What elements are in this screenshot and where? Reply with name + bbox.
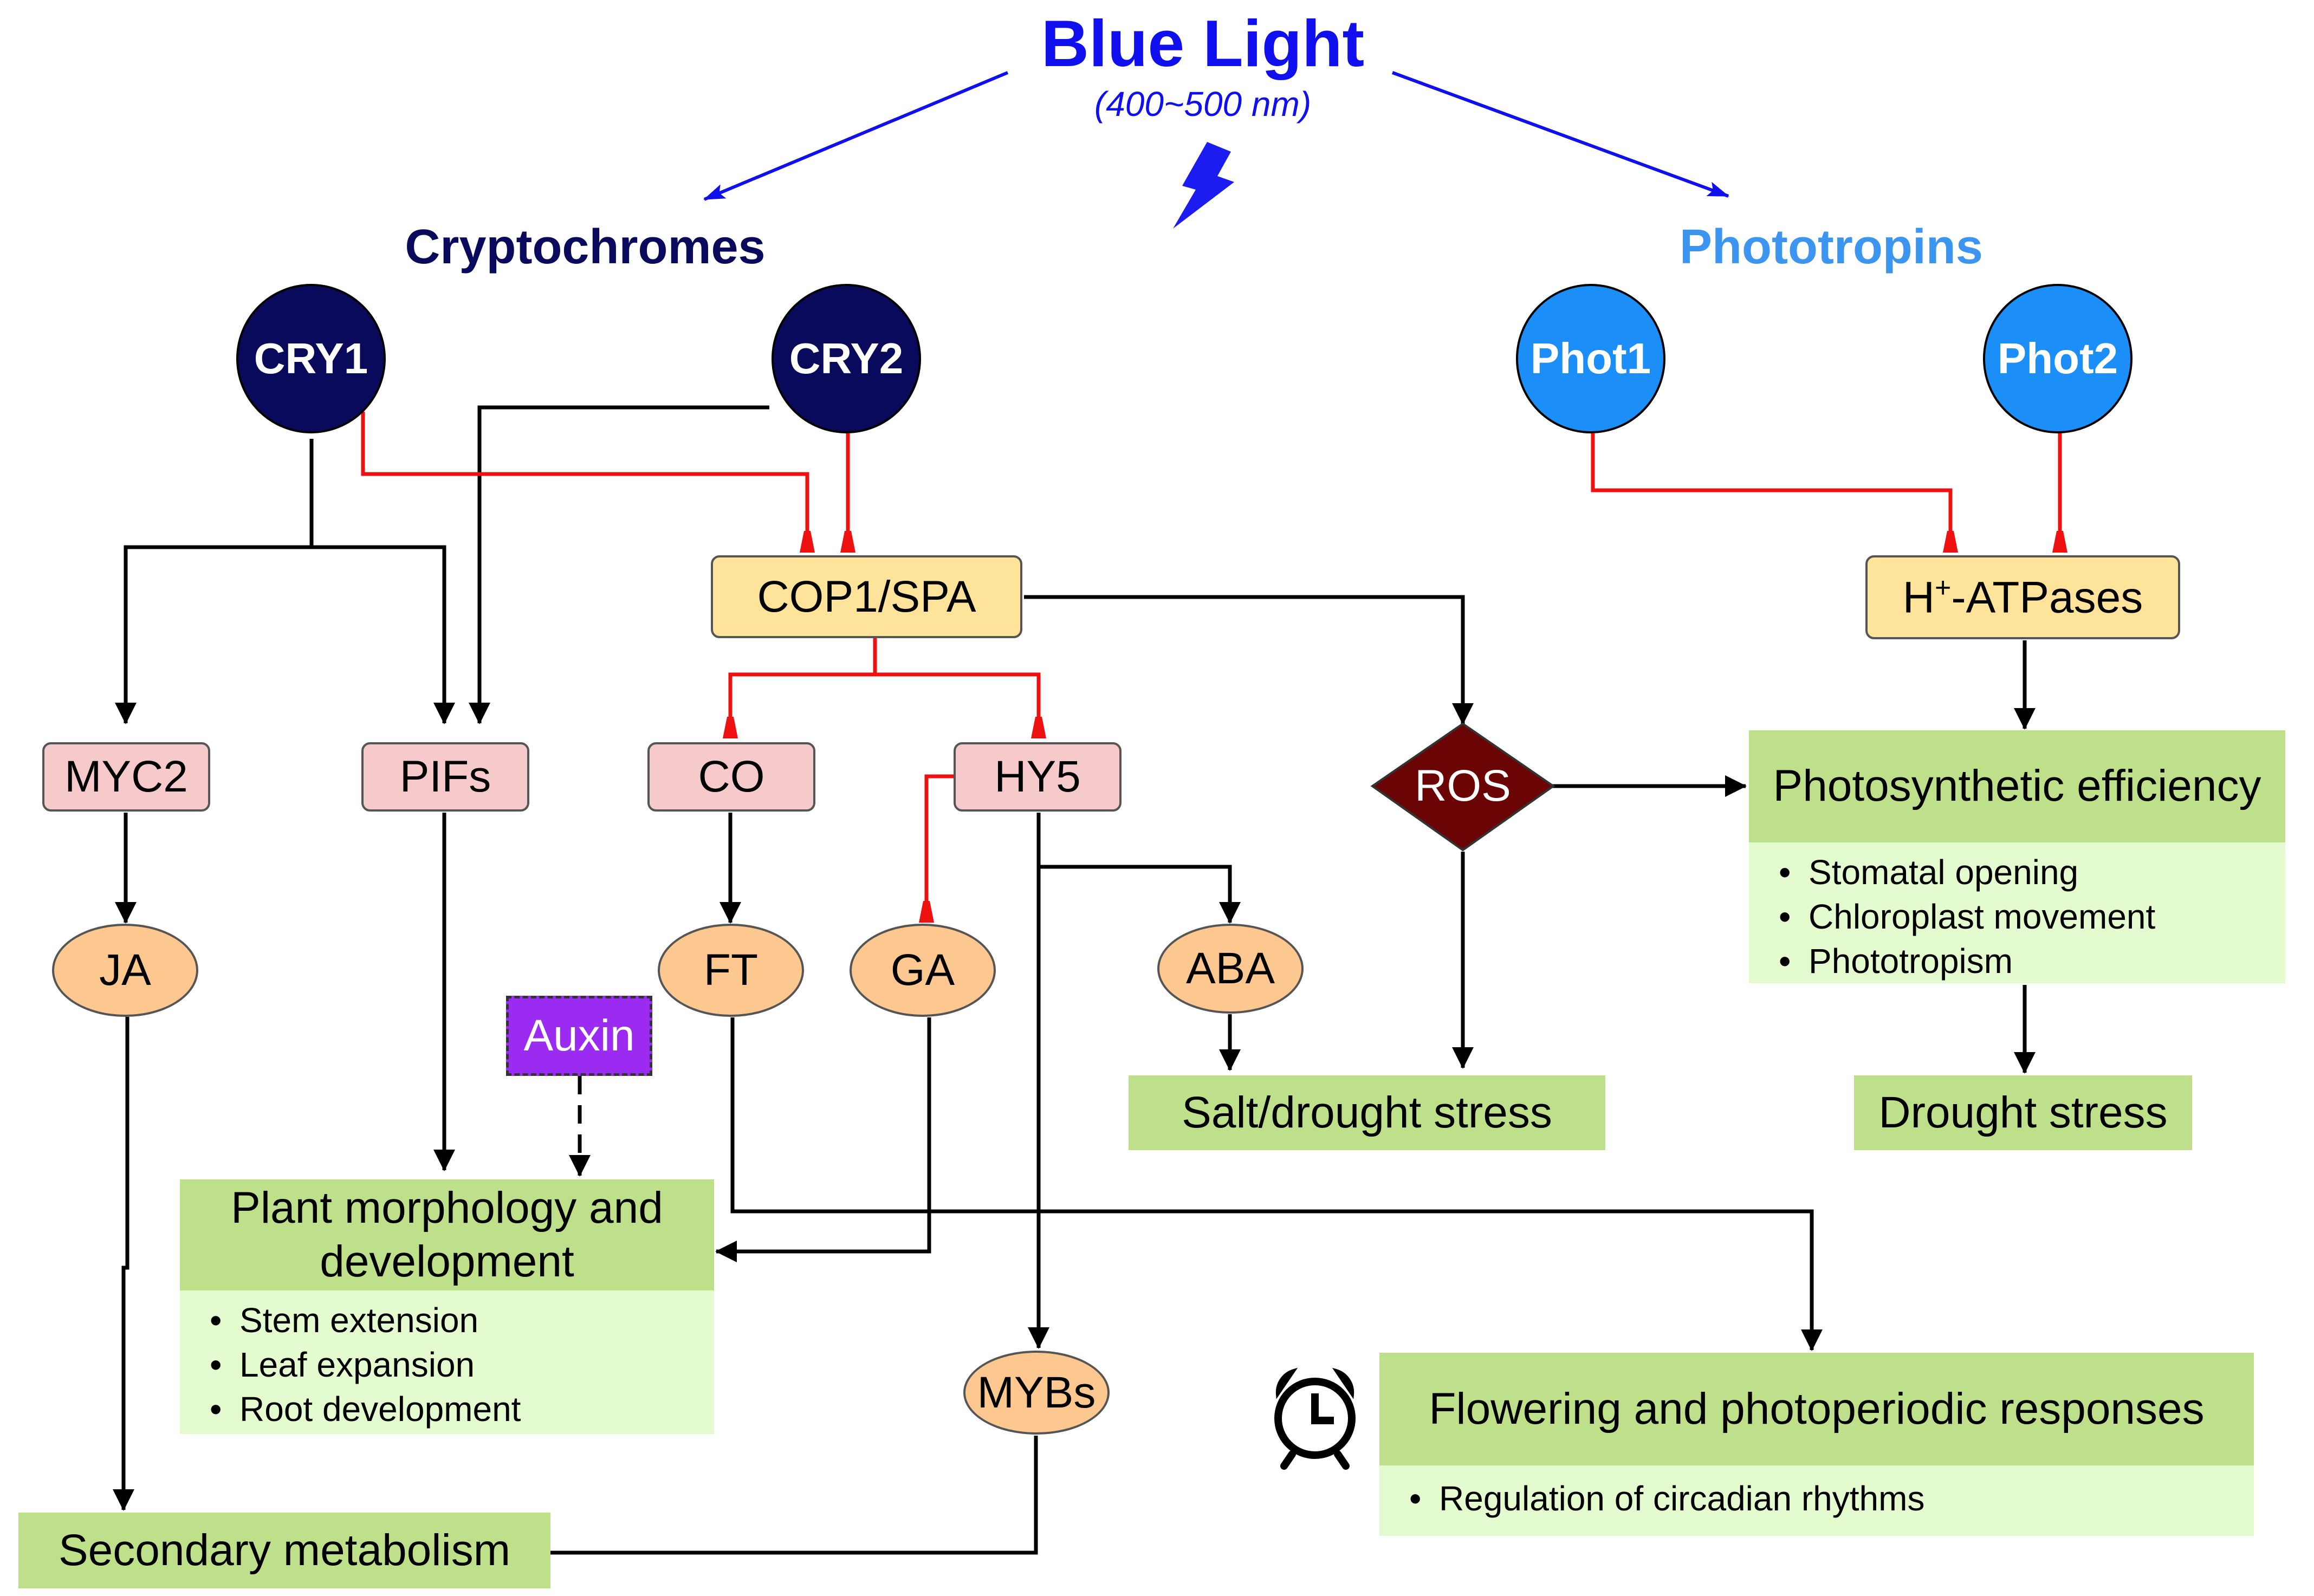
phot1-node: Phot1 <box>1516 284 1665 433</box>
ja-to-secondary-metabolism-arrow <box>113 1017 134 1511</box>
list-item: Chloroplast movement <box>1779 894 2285 939</box>
ft-node: FT <box>658 924 804 1017</box>
cry2-node: CRY2 <box>772 284 921 433</box>
flowering-title: Flowering and photoperiodic responses <box>1379 1353 2254 1465</box>
hy5-to-aba-arrow <box>1039 865 1241 924</box>
phot2-node: Phot2 <box>1983 284 2132 433</box>
photosynthetic-efficiency-title: Photosynthetic efficiency <box>1749 730 2285 842</box>
blue-light-wavelength: (400~500 nm) <box>1094 85 1312 124</box>
co-node: CO <box>647 742 815 812</box>
cry2-to-pifs-arrow <box>469 405 769 724</box>
h-atpases-node: H+-ATPases <box>1865 555 2180 639</box>
cry1-to-pifs-arrow <box>312 545 455 724</box>
aba-node: ABA <box>1157 924 1304 1014</box>
hy5-node: HY5 <box>954 742 1122 812</box>
lightning-bolt-icon <box>1173 142 1234 229</box>
alarm-clock-icon <box>1274 1367 1356 1470</box>
ga-node: GA <box>850 924 996 1017</box>
flowering-list: Regulation of circadian rhythms <box>1379 1465 2254 1536</box>
cop1-inhibits-co-line <box>723 638 877 738</box>
cry1-to-myc2-arrow <box>115 439 314 724</box>
pifs-node: PIFs <box>361 742 529 812</box>
ros-label: ROS <box>1415 761 1511 810</box>
blue-light-to-cryptochromes-arrow <box>703 71 1009 201</box>
mybs-node: MYBs <box>963 1351 1110 1435</box>
cop1-spa-node: COP1/SPA <box>711 555 1022 638</box>
cop1-inhibits-hy5-line <box>875 672 1046 738</box>
phot1-inhibits-atpases-line <box>1591 433 1958 553</box>
drought-stress-box: Drought stress <box>1854 1075 2192 1150</box>
list-item: Phototropism <box>1779 939 2285 983</box>
list-item: Stomatal opening <box>1779 850 2285 894</box>
list-item: Leaf expansion <box>210 1342 714 1387</box>
plant-morphology-list: Stem extension Leaf expansion Root devel… <box>180 1290 714 1434</box>
h-atpases-label: H+-ATPases <box>1902 572 2143 622</box>
ja-node: JA <box>52 924 198 1017</box>
hy5-inhibits-ga-line <box>919 774 955 923</box>
ga-to-morphology-arrow <box>715 1017 931 1262</box>
auxin-node: Auxin <box>506 996 652 1076</box>
cry1-inhibits-cop1-line <box>361 412 815 553</box>
list-item: Stem extension <box>210 1298 714 1342</box>
photosynthetic-efficiency-list: Stomatal opening Chloroplast movement Ph… <box>1749 842 2285 983</box>
list-item: Regulation of circadian rhythms <box>1409 1476 2254 1521</box>
myc2-node: MYC2 <box>42 742 210 812</box>
list-item: Root development <box>210 1387 714 1431</box>
mybs-to-secondary-metabolism-line <box>549 1436 1038 1555</box>
ros-diamond <box>1370 722 1555 852</box>
cry1-node: CRY1 <box>236 284 386 433</box>
secondary-metabolism-box: Secondary metabolism <box>18 1513 550 1588</box>
plant-morphology-title: Plant morphology and development <box>180 1179 714 1290</box>
blue-light-to-phototropins-arrow <box>1391 71 1729 198</box>
phototropins-label: Phototropins <box>1680 220 1983 274</box>
blue-light-title: Blue Light <box>1041 7 1365 80</box>
ft-to-flowering-arrow <box>730 1017 1823 1351</box>
cop1-to-ros-arrow <box>1024 595 1474 725</box>
salt-drought-stress-box: Salt/drought stress <box>1129 1075 1605 1150</box>
cryptochromes-label: Cryptochromes <box>405 220 766 274</box>
